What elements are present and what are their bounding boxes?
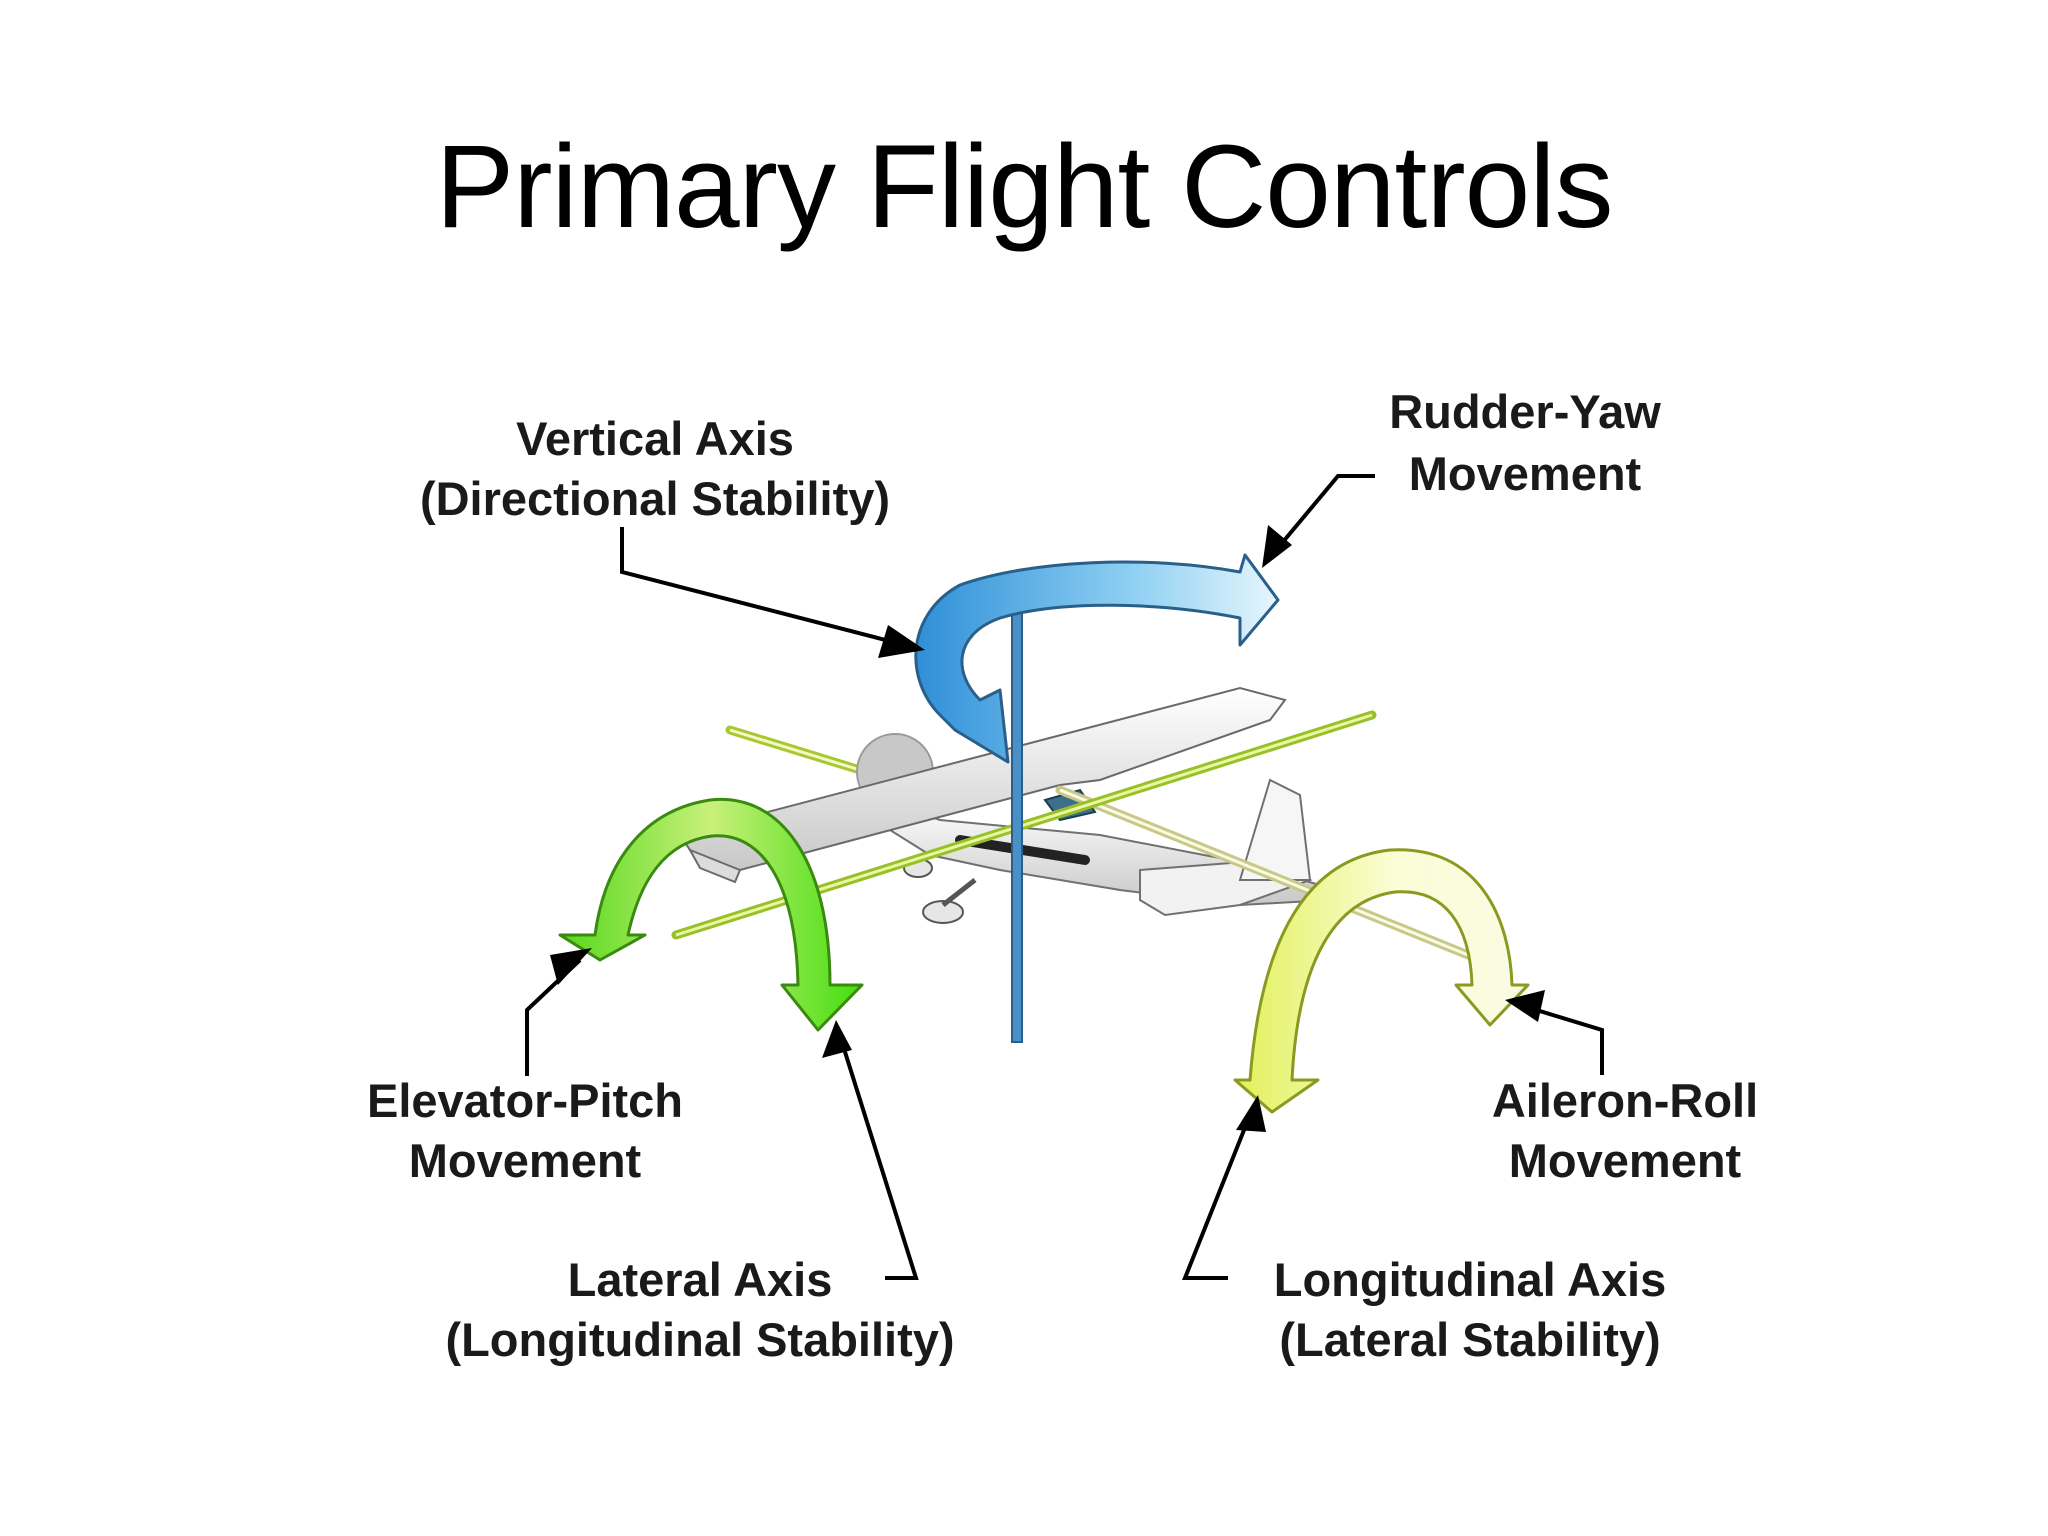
label-elevator-pitch: Elevator-Pitch Movement [367,1074,683,1187]
leader-lines [525,474,1604,1280]
page-title: Primary Flight Controls [435,121,1614,253]
label-aileron-roll: Aileron-Roll Movement [1492,1074,1758,1187]
rudder-yaw-title: Rudder-Yaw [1389,385,1661,438]
leader-arrowheads [550,525,1545,1132]
rudder-yaw-subtitle: Movement [1409,447,1642,500]
label-lateral-axis: Lateral Axis (Longitudinal Stability) [445,1253,954,1366]
longitudinal-axis-subtitle: (Lateral Stability) [1279,1313,1660,1366]
vertical-axis-title: Vertical Axis [516,412,794,465]
leader-rudder-yaw [1270,474,1375,557]
leader-elevator-pitch [525,958,582,1076]
vertical-axis-subtitle: (Directional Stability) [420,472,890,525]
lateral-axis-subtitle: (Longitudinal Stability) [445,1313,954,1366]
leader-aileron-roll [1519,1003,1604,1075]
landing-gear [903,858,977,924]
label-vertical-axis: Vertical Axis (Directional Stability) [420,412,890,525]
lateral-axis-title: Lateral Axis [568,1253,833,1306]
label-rudder-yaw: Rudder-Yaw Movement [1389,385,1661,500]
vertical-axis-rod [1011,579,1023,1043]
roll-arrow [1233,848,1530,1114]
aileron-roll-title: Aileron-Roll [1492,1074,1758,1127]
leader-longitudinal-axis [1182,1109,1254,1280]
aileron-left [687,848,742,884]
pitch-arrow [558,797,864,1032]
leader-vertical-axis [620,527,906,647]
yaw-arrow [914,553,1280,764]
elevator-pitch-subtitle: Movement [409,1134,642,1187]
elevator-pitch-title: Elevator-Pitch [367,1074,683,1127]
aircraft-group [671,579,1473,1043]
label-longitudinal-axis: Longitudinal Axis (Lateral Stability) [1274,1253,1667,1366]
longitudinal-axis-title: Longitudinal Axis [1274,1253,1667,1306]
aileron-roll-subtitle: Movement [1509,1134,1742,1187]
leader-lateral-axis [838,1035,919,1280]
